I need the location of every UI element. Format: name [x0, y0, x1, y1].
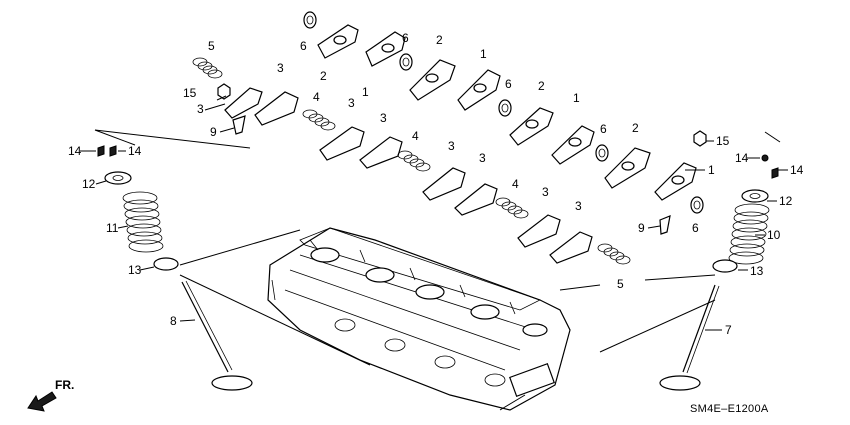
right-valve-assembly	[659, 154, 779, 391]
callout-15b: 15	[716, 134, 730, 148]
callout-14a: 14	[68, 144, 82, 158]
callout-6e: 6	[692, 221, 699, 235]
callout-1a: 1	[362, 85, 369, 99]
front-direction-arrow-icon	[27, 391, 57, 412]
callout-14d: 14	[790, 163, 804, 177]
callout-2c: 2	[538, 79, 545, 93]
small-springs	[192, 57, 631, 265]
callout-3e: 3	[448, 139, 455, 153]
callout-14b: 14	[128, 144, 142, 158]
callout-12b: 12	[779, 194, 793, 208]
callout-4a: 4	[313, 90, 320, 104]
callout-2b: 2	[436, 33, 443, 47]
callout-1c: 1	[573, 91, 580, 105]
assembly-guide-lines	[94, 129, 781, 411]
callout-11: 11	[106, 221, 119, 235]
callout-5a: 5	[208, 39, 215, 53]
callout-9a: 9	[210, 125, 217, 139]
callout-10: 10	[767, 228, 781, 242]
callout-6a: 6	[300, 39, 307, 53]
callout-3g: 3	[542, 185, 549, 199]
callout-5b: 5	[617, 277, 624, 291]
rocker-arms	[224, 24, 697, 264]
callout-3c: 3	[348, 96, 355, 110]
adjusting-screws	[217, 83, 707, 235]
callout-6d: 6	[600, 122, 607, 136]
reference-code: SM4E–E1200A	[690, 403, 769, 415]
left-valve-assembly	[97, 145, 253, 391]
callout-6b: 6	[402, 31, 409, 45]
washers	[303, 11, 704, 214]
front-direction-label: FR.	[55, 378, 75, 392]
callout-12a: 12	[82, 177, 96, 191]
callout-4c: 4	[512, 177, 519, 191]
callout-13b: 13	[750, 264, 764, 278]
callout-13a: 13	[128, 263, 142, 277]
callout-3b: 3	[197, 102, 204, 116]
callout-15a: 15	[183, 86, 197, 100]
callout-7: 7	[725, 323, 732, 337]
callout-1b: 1	[480, 47, 487, 61]
callout-3h: 3	[575, 199, 582, 213]
callout-9b: 9	[638, 221, 645, 235]
callout-8: 8	[170, 314, 177, 328]
callout-3a: 3	[277, 61, 284, 75]
callout-2d: 2	[632, 121, 639, 135]
callout-1d: 1	[708, 163, 715, 177]
callout-3d: 3	[380, 111, 387, 125]
callout-4b: 4	[412, 129, 419, 143]
callouts: 6 2 1 6 2 1 5 3 15 3 9 4 3 3 6 2 1 6 2 1…	[68, 31, 804, 337]
callout-6c: 6	[505, 77, 512, 91]
cylinder-head	[267, 227, 571, 411]
callout-2a: 2	[320, 69, 327, 83]
callout-3f: 3	[479, 151, 486, 165]
callout-14c: 14	[735, 151, 749, 165]
callout-leaders	[80, 95, 788, 331]
